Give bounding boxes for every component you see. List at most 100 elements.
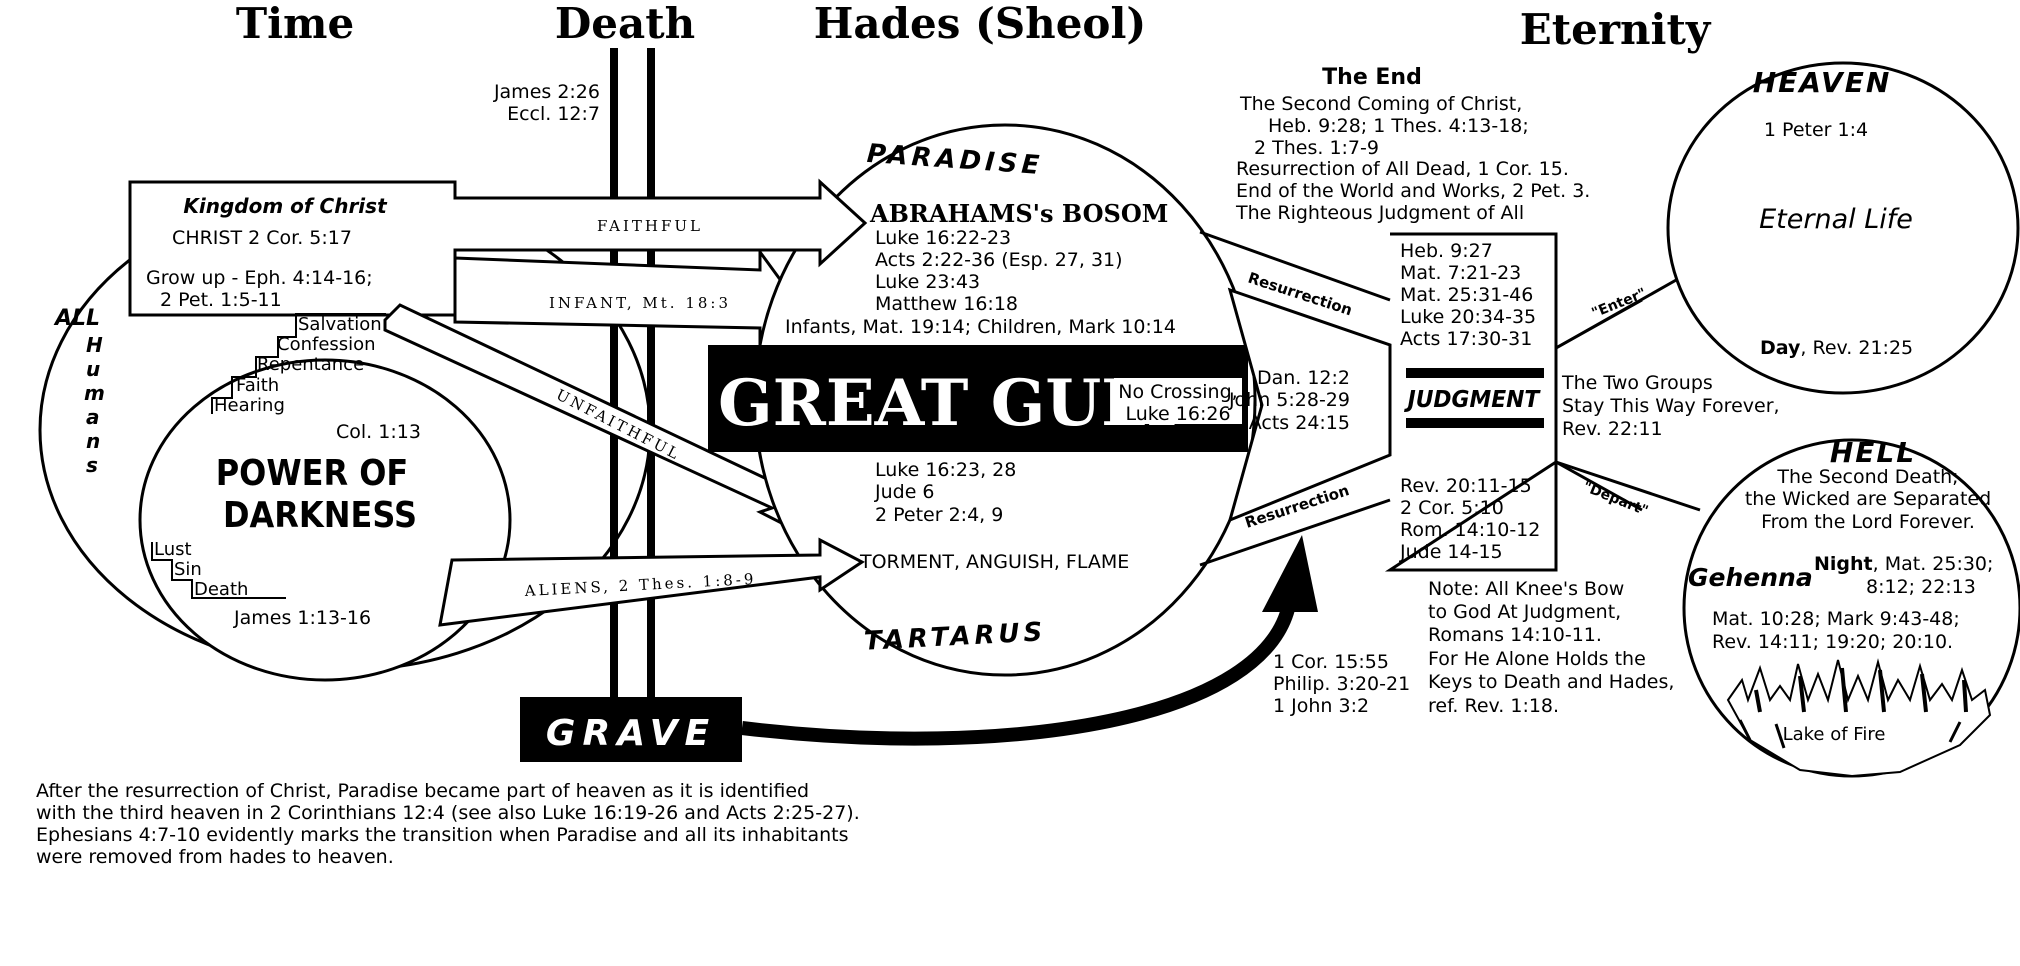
death-ref: James 2:26 [493, 81, 600, 103]
note-line: For He Alone Holds the [1428, 648, 1646, 670]
night-word: Night [1814, 553, 1873, 575]
header-death: Death [555, 0, 695, 48]
step-death: Death [194, 579, 248, 600]
step-sin: Sin [174, 559, 202, 580]
resurrection-wedge [1199, 230, 1392, 567]
arrow-faithful-text: FAITHFUL [597, 217, 703, 235]
judgment-ref-top: Luke 20:34-35 [1400, 306, 1536, 328]
night-ref: , Mat. 25:30; [1873, 553, 1994, 575]
svg-text:s: s [86, 453, 98, 477]
heaven-circle [1666, 61, 2020, 395]
footnote-line: After the resurrection of Christ, Paradi… [36, 780, 810, 802]
power-of-darkness-line2: DARKNESS [223, 494, 417, 535]
depart-line [1555, 460, 1701, 512]
day-word: Day [1760, 337, 1801, 359]
judgment-ref-bottom: Jude 14-15 [1399, 541, 1503, 563]
note-line: to God At Judgment, [1428, 601, 1621, 623]
step-hearing: Hearing [214, 395, 285, 416]
grave-label: GRAVE [546, 713, 716, 754]
svg-text:n: n [86, 429, 100, 453]
step-salvation: Salvation [298, 314, 382, 335]
header-hades: Hades (Sheol) [814, 0, 1147, 48]
judgment-ref-top: Mat. 25:31-46 [1400, 284, 1533, 306]
footnote-line: Ephesians 4:7-10 evidently marks the tra… [36, 824, 849, 846]
end-line: 2 Thes. 1:7-9 [1254, 137, 1379, 159]
end-line: The Righteous Judgment of All [1235, 202, 1524, 224]
note-line: Romans 14:10-11. [1428, 624, 1602, 646]
svg-text:m: m [84, 381, 105, 405]
bosom-ref: Luke 16:22-23 [875, 227, 1011, 249]
no-crossing-text: Luke 16:26 [1125, 403, 1230, 425]
hell-line: The Second Death; [1776, 466, 1958, 488]
grave-ref: 1 Cor. 15:55 [1273, 651, 1389, 673]
judgment-ref-bottom: Rom. 14:10-12 [1400, 519, 1540, 541]
power-of-darkness-circle [138, 358, 512, 682]
end-line: Heb. 9:28; 1 Thes. 4:13-18; [1268, 115, 1529, 137]
humans-vertical-label: H u m a n s [84, 333, 105, 477]
power-of-darkness-line1: POWER OF [216, 453, 409, 494]
hell-line: the Wicked are Separated [1745, 488, 1991, 510]
end-line: Resurrection of All Dead, 1 Cor. 15. [1236, 158, 1569, 180]
svg-text:H: H [86, 333, 103, 357]
torment-label: TORMENT, ANGUISH, FLAME [859, 551, 1129, 573]
two-groups-text: Rev. 22:11 [1562, 418, 1663, 440]
note-line: ref. Rev. 1:18. [1428, 695, 1559, 717]
header-eternity: Eternity [1520, 5, 1712, 54]
two-groups-text: The Two Groups [1561, 372, 1713, 394]
judgment-ref-bottom: 2 Cor. 5:10 [1400, 497, 1504, 519]
bosom-title: ABRAHAMS's BOSOM [869, 199, 1168, 228]
no-crossing-text: No Crossing, [1118, 381, 1237, 403]
header-time: Time [236, 0, 354, 48]
heaven-ref: 1 Peter 1:4 [1764, 119, 1868, 141]
end-line: End of the World and Works, 2 Pet. 3. [1236, 180, 1590, 202]
infants-ref: Infants, Mat. 19:14; Children, Mark 10:1… [785, 316, 1176, 338]
eternal-life-label: Eternal Life [1759, 204, 1913, 235]
step-faith: Faith [236, 375, 279, 396]
judgment-label: JUDGMENT [1404, 386, 1541, 413]
footnote-line: with the third heaven in 2 Corinthians 1… [36, 802, 860, 824]
bosom-ref: Matthew 16:18 [875, 293, 1018, 315]
hell-night: Night, Mat. 25:30; [1814, 553, 1993, 575]
gehenna-label: Gehenna [1688, 563, 1813, 592]
grave-box [520, 697, 742, 762]
hell-night-ref-2: 8:12; 22:13 [1866, 576, 1976, 598]
judgment-ref-top: Heb. 9:27 [1400, 240, 1493, 262]
enter-line [1555, 273, 1686, 350]
footnote-line: were removed from hades to heaven. [36, 846, 394, 868]
aliens-arrow [438, 537, 865, 627]
kingdom-title: Kingdom of Christ [183, 194, 388, 218]
judgment-ref-bottom: Rev. 20:11-15 [1400, 475, 1532, 497]
svg-text:a: a [86, 405, 100, 429]
judgment-rule-bottom [1406, 418, 1544, 428]
judgment-rule-top [1406, 368, 1544, 378]
death-pillar [610, 48, 655, 698]
bosom-ref: Acts 2:22-36 (Esp. 27, 31) [875, 249, 1123, 271]
judgment-ref-top: Acts 17:30-31 [1400, 328, 1532, 350]
grave-ref: Philip. 3:20-21 [1273, 673, 1410, 695]
lake-of-fire-label: Lake of Fire [1783, 724, 1886, 745]
judgment-ref-top: Mat. 7:21-23 [1400, 262, 1521, 284]
grow-up-ref: 2 Pet. 1:5-11 [160, 289, 282, 311]
note-line: Keys to Death and Hades, [1428, 671, 1674, 693]
resurrection-ref: Acts 24:15 [1249, 412, 1350, 434]
all-humans-label: ALL [53, 306, 100, 331]
note-line: Note: All Knee's Bow [1428, 578, 1624, 600]
step-confession: Confession [277, 334, 376, 355]
end-line: The Second Coming of Christ, [1239, 93, 1522, 115]
heaven-title: HEAVEN [1753, 66, 1892, 99]
col-ref: Col. 1:13 [336, 421, 421, 443]
heaven-day: Day, Rev. 21:25 [1760, 337, 1913, 359]
salvation-steps [211, 313, 386, 414]
grave-ref: 1 John 3:2 [1273, 695, 1369, 717]
torment-ref: Jude 6 [874, 481, 935, 503]
flames-illustration [1726, 658, 1992, 778]
faithful-arrow [455, 178, 868, 268]
arrow-infant-label: INFANT, Mt. 18:3 [549, 294, 731, 312]
two-groups-text: Stay This Way Forever, [1562, 395, 1780, 417]
no-crossing-box [1114, 378, 1242, 424]
step-repentance: Repentance [257, 354, 364, 375]
grave-to-judgment-arrow [741, 598, 1297, 746]
day-ref: , Rev. 21:25 [1800, 337, 1913, 359]
kingdom-ref: CHRIST 2 Cor. 5:17 [172, 227, 352, 249]
